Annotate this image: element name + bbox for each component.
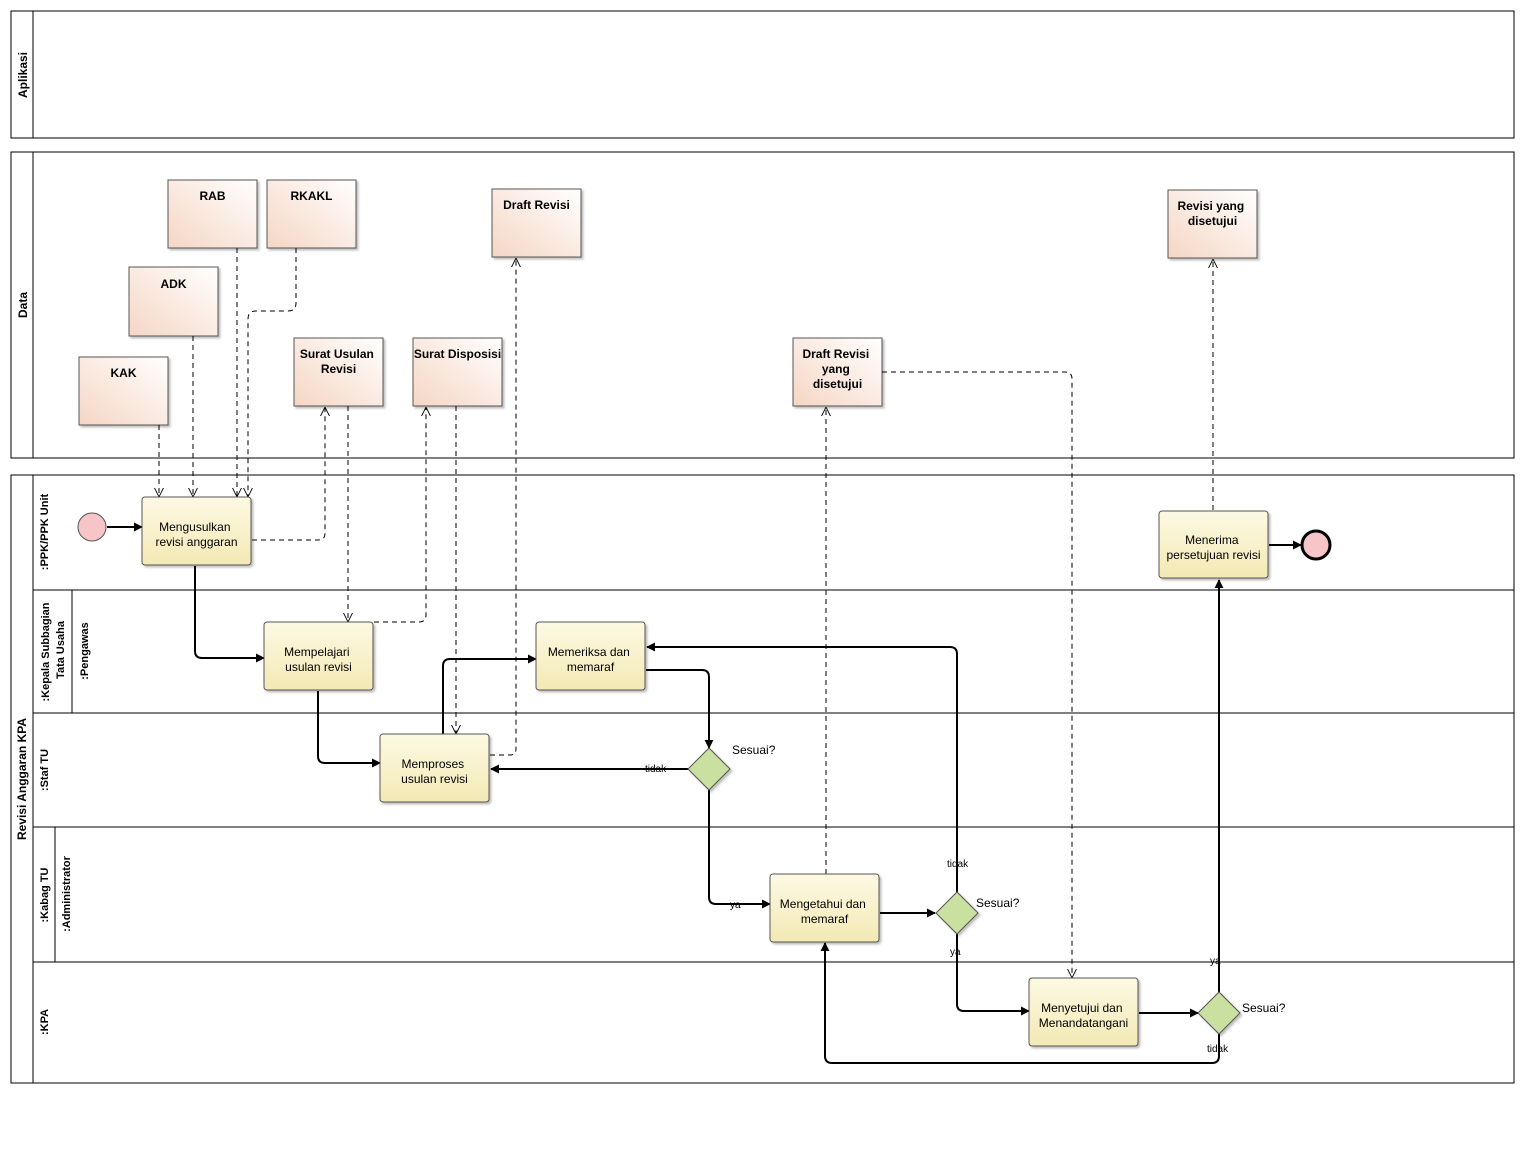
gateway-label-1: Sesuai?	[732, 743, 776, 757]
start-event	[77, 512, 107, 542]
data-object-revisi-disetujui: Revisi yang disetujui	[1167, 189, 1258, 259]
lane-kabag-label: :Kabag TU	[39, 867, 51, 922]
svg-text:Revisi yang disetujui: Revisi yang disetujui	[1177, 199, 1247, 228]
svg-text:Draft Revisi: Draft Revisi	[503, 198, 570, 212]
svg-text:Draft Revisi yang: Draft Revisi yang disetujui	[802, 347, 872, 391]
pool-process: Revisi Anggaran KPA	[10, 474, 1515, 1084]
gateway-sesuai-2: Sesuai?	[935, 891, 1020, 935]
task-menerima: Menerima persetujuan revisi	[1158, 510, 1269, 579]
lane-ppk-label: :PPK/PPK Unit	[39, 493, 51, 570]
svg-text:Memeriksa dan memaraf: Memeriksa dan memaraf	[548, 645, 633, 674]
task-menyetujui: Menyetujui dan Menandatangani	[1028, 977, 1139, 1047]
task-mempelajari: Mempelajari usulan revisi	[263, 621, 374, 691]
lane-kepala-label-line2: Tata Usaha	[55, 620, 67, 679]
data-object-rab: RAB	[167, 179, 258, 249]
flow-label-g2-no: tidak	[947, 859, 969, 870]
flow-label-g1-no: tidak	[645, 764, 667, 775]
lane-pengawas-label: :Pengawas	[79, 622, 91, 679]
svg-text:Mempelajari usulan revis: Mempelajari usulan revisi	[284, 645, 353, 674]
svg-text:RKAKL: RKAKL	[291, 189, 333, 203]
flow-label-g3-no: tidak	[1207, 1044, 1229, 1055]
task-mengetahui: Mengetahui dan memaraf	[769, 873, 880, 943]
gateway-sesuai-3: Sesuai?	[1197, 991, 1286, 1035]
flow-label-g2-yes: ya	[950, 947, 961, 958]
pool-data: Data	[10, 151, 1515, 459]
data-object-adk: ADK	[128, 266, 219, 337]
data-object-surat-usulan: Surat Usulan Revisi	[293, 337, 384, 407]
svg-text:KAK: KAK	[111, 366, 137, 380]
pool-aplikasi: Aplikasi	[10, 10, 1515, 139]
svg-text:Surat Disposisi: Surat Disposisi	[414, 347, 501, 361]
svg-text:Menyetujui dan Menandata: Menyetujui dan Menandatangani	[1039, 1001, 1128, 1030]
svg-text:Memproses usulan revisi: Memproses usulan revisi	[401, 757, 468, 786]
data-object-rkakl: RKAKL	[266, 179, 357, 249]
data-object-draft-disetujui: Draft Revisi yang disetujui	[792, 337, 883, 407]
gateway-label-2: Sesuai?	[976, 896, 1020, 910]
flow-label-g3-yes: ya	[1210, 956, 1221, 967]
flow-label-g1-yes: ya	[730, 900, 741, 911]
svg-text:ADK: ADK	[161, 277, 187, 291]
data-object-draft-revisi: Draft Revisi	[491, 188, 582, 258]
task-memeriksa: Memeriksa dan memaraf	[535, 621, 646, 691]
pool-data-label: Data	[16, 292, 30, 318]
end-event	[1300, 529, 1332, 561]
lane-staf-label: :Staf TU	[39, 749, 51, 791]
data-object-surat-disposisi: Surat Disposisi	[412, 337, 503, 407]
task-mengusulkan: Mengusulkan revisi anggaran	[141, 496, 252, 566]
data-object-kak: KAK	[78, 356, 169, 426]
data-associations	[159, 248, 1213, 977]
svg-text:Surat Usulan Revisi: Surat Usulan Revisi	[300, 347, 377, 376]
task-memproses: Memproses usulan revisi	[379, 733, 490, 803]
lane-administrator-label: :Administrator	[61, 855, 73, 932]
lane-kpa-label: :KPA	[39, 1009, 51, 1035]
svg-text:Menerima persetujuan rev: Menerima persetujuan revisi	[1166, 533, 1260, 562]
svg-text:Mengusulkan revisi angga: Mengusulkan revisi anggaran	[155, 520, 237, 549]
lane-kepala-label-line1: :Kepala Subbagian	[40, 602, 52, 701]
svg-text:Mengetahui dan memaraf: Mengetahui dan memaraf	[780, 897, 869, 926]
sequence-flows	[107, 522, 1302, 1064]
pool-process-label: Revisi Anggaran KPA	[15, 718, 29, 840]
gateway-sesuai-1: Sesuai?	[687, 743, 776, 791]
gateway-label-3: Sesuai?	[1242, 1001, 1286, 1015]
svg-text:RAB: RAB	[200, 189, 226, 203]
pool-aplikasi-label: Aplikasi	[16, 52, 30, 98]
